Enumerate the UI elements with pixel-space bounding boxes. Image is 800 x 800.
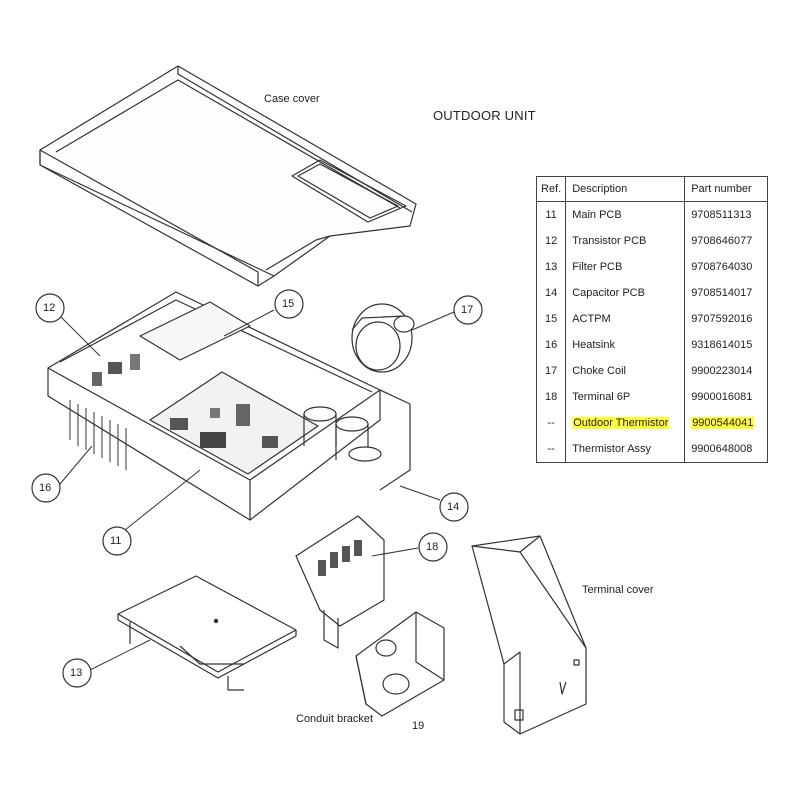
table-row: 17 Choke Coil 9900223014 (535, 358, 769, 384)
table-row: -- Thermistor Assy 9900648008 (535, 436, 769, 463)
case-cover-drawing (39, 65, 417, 287)
table-row: 11 Main PCB 9708511313 (535, 201, 769, 228)
chassis-drawing (47, 291, 411, 521)
row-description: Capacitor PCB (565, 280, 686, 306)
row-description: Heatsink (565, 332, 686, 358)
callout-15: 15 (282, 298, 295, 310)
parts-table: Ref. Description Part number 11 Main PCB… (535, 176, 769, 463)
row-description-highlight: Outdoor Thermistor (572, 417, 670, 429)
row-ref: -- (535, 436, 567, 463)
page-title: OUTDOOR UNIT (433, 108, 536, 123)
row-part-number: 9708646077 (684, 228, 769, 254)
table-row: 13 Filter PCB 9708764030 (535, 254, 769, 280)
conduit-bracket-drawing (355, 611, 445, 717)
callout-circle-12 (35, 293, 65, 323)
callout-leader-lines (59, 309, 455, 671)
row-ref: 12 (535, 228, 567, 254)
row-ref: 16 (535, 332, 567, 358)
callout-13: 13 (70, 667, 83, 679)
callout-11: 11 (110, 535, 122, 547)
page-number: 19 (412, 720, 425, 732)
conduit-bracket-label: Conduit bracket (296, 713, 374, 725)
header-part-number: Part number (684, 176, 769, 202)
callout-circle-14 (439, 492, 469, 522)
callout-circle-18 (418, 532, 448, 562)
callout-circle-13 (62, 658, 92, 688)
row-description: Terminal 6P (565, 384, 686, 410)
callout-14: 14 (447, 501, 460, 513)
row-description: Filter PCB (565, 254, 686, 280)
table-row: 12 Transistor PCB 9708646077 (535, 228, 769, 254)
header-description: Description (565, 176, 686, 202)
callout-16: 16 (39, 482, 52, 494)
row-description-cell: Outdoor Thermistor (565, 410, 686, 436)
callout-circle-15 (274, 289, 304, 319)
callout-17: 17 (461, 304, 474, 316)
case-cover-label: Case cover (264, 93, 320, 105)
row-description: Main PCB (565, 201, 686, 228)
row-part-number: 9708764030 (684, 254, 769, 280)
row-part-number: 9900648008 (684, 436, 769, 463)
row-description: Thermistor Assy (565, 436, 686, 463)
callout-circle-17 (453, 295, 483, 325)
callout-18: 18 (426, 541, 439, 553)
row-ref: 15 (535, 306, 567, 332)
table-row: 14 Capacitor PCB 9708514017 (535, 280, 769, 306)
row-part-number: 9900016081 (684, 384, 769, 410)
row-ref: 11 (535, 201, 567, 228)
filter-pcb-drawing (117, 575, 297, 691)
table-row: 15 ACTPM 9707592016 (535, 306, 769, 332)
row-ref: 13 (535, 254, 567, 280)
row-part-number: 9707592016 (684, 306, 769, 332)
heatsink-fins-drawing (69, 400, 127, 470)
row-part-number-highlight: 9900544041 (691, 417, 755, 429)
row-description: Transistor PCB (565, 228, 686, 254)
row-description: Choke Coil (565, 358, 686, 384)
terminal-cover-label: Terminal cover (582, 584, 654, 596)
terminal-cover-drawing (471, 535, 587, 735)
terminal-block-drawing (295, 515, 385, 649)
row-description: ACTPM (565, 306, 686, 332)
row-ref: 18 (535, 384, 567, 410)
row-part-number: 9318614015 (684, 332, 769, 358)
callout-12: 12 (43, 302, 56, 314)
callout-circles (31, 289, 483, 688)
table-row: 16 Heatsink 9318614015 (535, 332, 769, 358)
header-ref: Ref. (535, 176, 567, 202)
table-row: 18 Terminal 6P 9900016081 (535, 384, 769, 410)
row-part-number: 9708514017 (684, 280, 769, 306)
callout-circle-11 (102, 526, 132, 556)
row-part-number: 9708511313 (684, 201, 769, 228)
row-ref: 14 (535, 280, 567, 306)
callout-circle-16 (31, 473, 61, 503)
choke-coil-drawing (351, 303, 415, 373)
parts-table-header-row: Ref. Description Part number (535, 176, 769, 202)
row-part-number: 9900223014 (684, 358, 769, 384)
table-row-highlighted: -- Outdoor Thermistor 9900544041 (535, 410, 769, 436)
row-ref: 17 (535, 358, 567, 384)
row-part-number-cell: 9900544041 (684, 410, 769, 436)
row-ref: -- (535, 410, 567, 436)
